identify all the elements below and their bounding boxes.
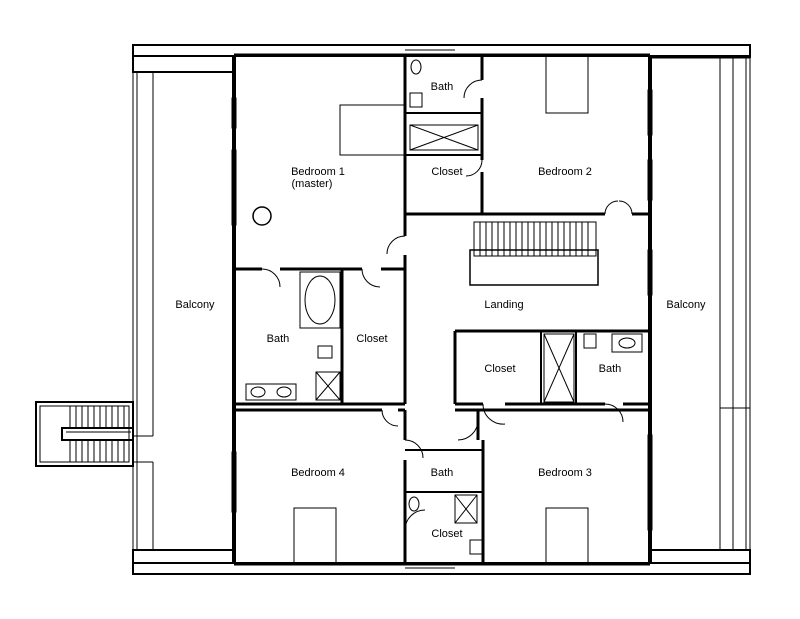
label-bath-bottom: Bath [431,467,454,479]
label-bedroom-4: Bedroom 4 [291,467,345,479]
fixtures [245,54,643,565]
room-labels: Bedroom 1 (master) Bath Closet Bedroom 2… [175,81,706,540]
label-balcony-left: Balcony [175,299,215,311]
exterior-stair [35,401,134,467]
doors [261,79,633,531]
label-bedroom-3: Bedroom 3 [538,467,592,479]
windows [231,89,653,531]
label-bedroom-2: Bedroom 2 [538,166,592,178]
house-walls [232,53,652,566]
balcony-left [132,71,235,551]
stair-treads [479,222,589,256]
label-closet-bottom: Closet [431,528,462,540]
label-bath-top: Bath [431,81,454,93]
outer-walls [132,44,751,575]
exterior-stair-treads [69,406,125,462]
label-landing: Landing [484,299,523,311]
label-closet-top: Closet [431,166,462,178]
label-closet-1: Closet [356,333,387,345]
label-bath-1: Bath [267,333,290,345]
label-bedroom-1: Bedroom 1 [291,166,345,178]
label-bath-mid: Bath [599,363,622,375]
label-closet-mid: Closet [484,363,515,375]
label-balcony-right: Balcony [666,299,706,311]
label-bedroom-1-sub: (master) [292,178,333,190]
